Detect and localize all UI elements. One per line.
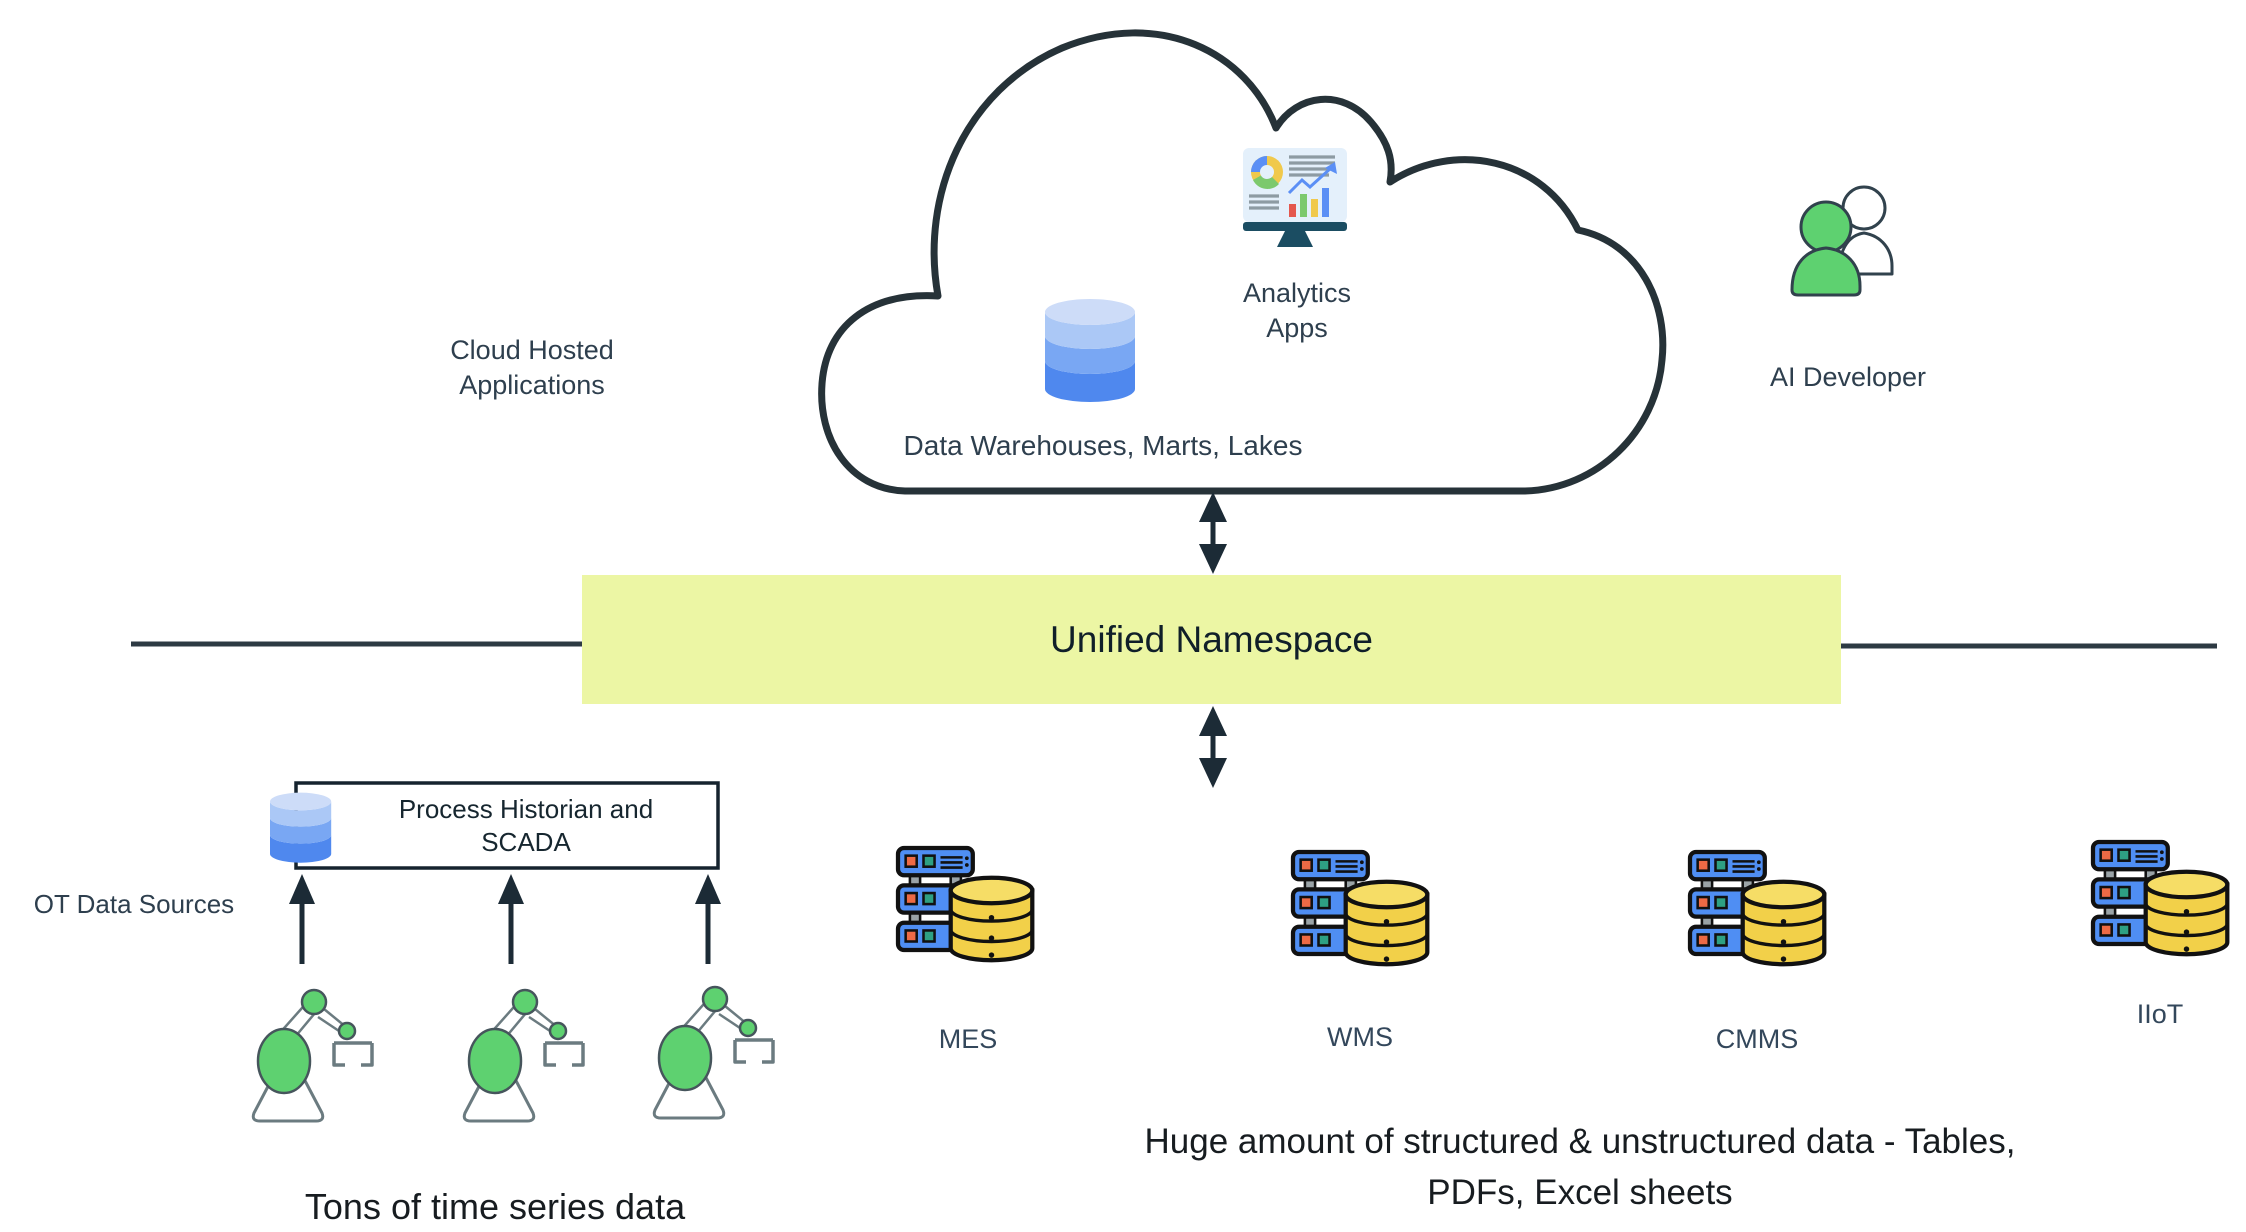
people-pair-icon [1790, 185, 1894, 297]
ot-data-sources-label: OT Data Sources [33, 889, 235, 919]
up-arrow-icon [289, 874, 315, 964]
unified-namespace-label: Unified Namespace [1050, 618, 1373, 660]
time-series-caption: Tons of time series data [304, 1186, 686, 1227]
cloud-namespace-double-arrow-icon [1199, 492, 1227, 574]
namespace-sources-double-arrow-icon [1199, 706, 1227, 788]
bottom-caption-line2: PDFs, Excel sheets [1427, 1173, 1733, 1212]
robot-arm-icon [462, 988, 585, 1123]
robot-arm-icon [251, 988, 374, 1123]
unified-namespace-bar: Unified Namespace [582, 575, 1841, 704]
system-label-wms: WMS [1327, 1022, 1393, 1052]
server-database-icon-iiot [2093, 842, 2227, 954]
cloud-outline-icon [818, 29, 1667, 495]
up-arrow-icon [498, 874, 524, 964]
robot-arm-icon [652, 985, 775, 1120]
warehouses-label: Data Warehouses, Marts, Lakes [903, 430, 1303, 461]
server-database-icon-cmms [1690, 852, 1824, 964]
system-label-iiot: IIoT [2136, 999, 2184, 1029]
database-cylinder-icon [1045, 299, 1135, 402]
system-label-cmms: CMMS [1715, 1024, 1799, 1054]
server-database-icon-wms [1293, 852, 1427, 964]
process-historian-box [294, 781, 720, 870]
bottom-caption-line1: Huge amount of structured & unstructured… [1144, 1122, 2016, 1161]
up-arrow-icon [695, 874, 721, 964]
analytics-apps-label: Analytics Apps [1242, 278, 1352, 344]
historian-database-icon [270, 792, 332, 863]
ai-developer-label: AI Developer [1769, 362, 1927, 392]
process-historian-label: Process Historian and SCADA [398, 794, 654, 858]
system-label-mes: MES [938, 1024, 998, 1054]
server-database-icon-mes [898, 848, 1032, 960]
cloud-hosted-label: Cloud Hosted Applications [450, 335, 614, 401]
